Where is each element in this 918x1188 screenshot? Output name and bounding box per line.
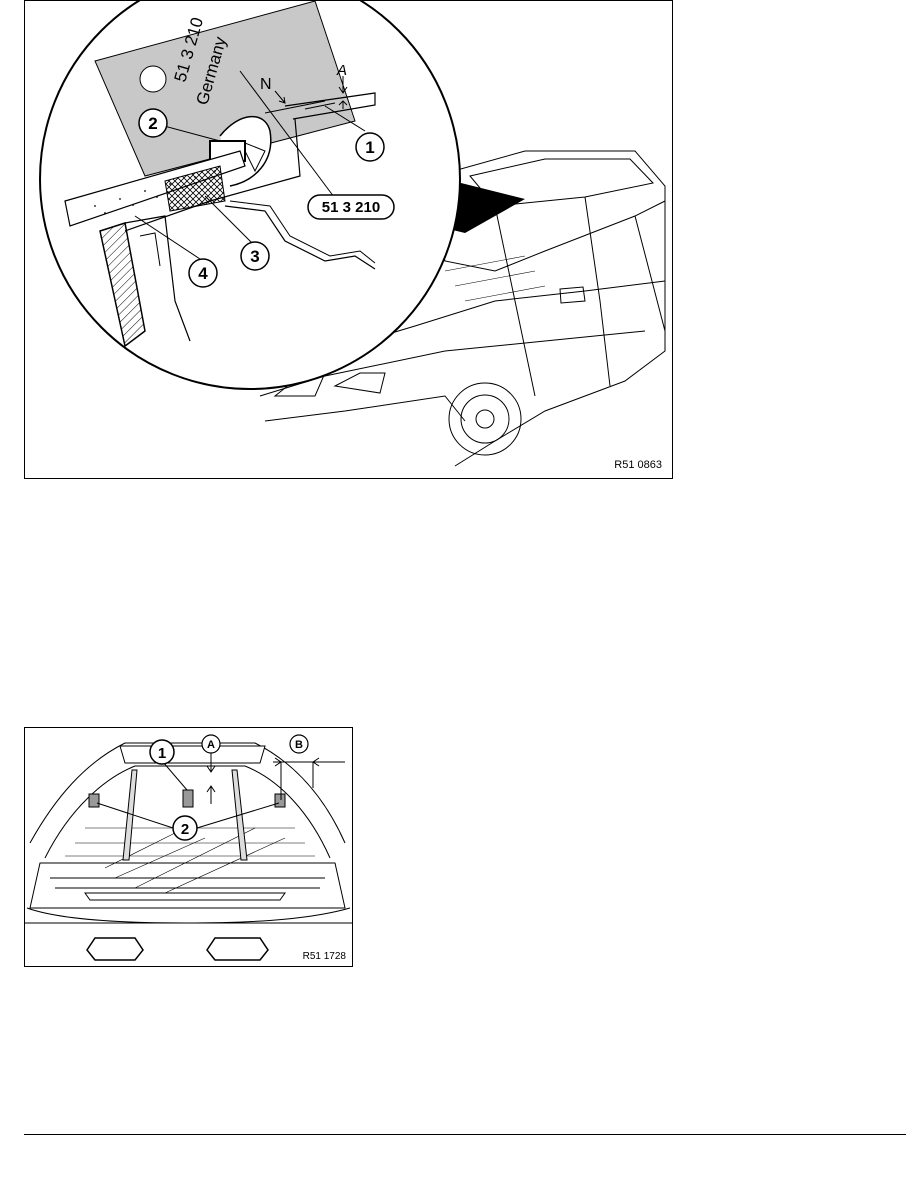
callout-3: 3 <box>240 241 270 271</box>
magnified-detail-circle: 51 3 210 Germany N A <box>39 1 461 390</box>
figure-windscreen-spacers: 1 2 A B R51 1728 <box>24 727 353 967</box>
dimension-a-label: A <box>201 734 221 754</box>
svg-text:3: 3 <box>250 247 259 266</box>
callout-4: 4 <box>188 258 218 288</box>
svg-text:A: A <box>207 739 215 751</box>
figure-code: R51 1728 <box>302 951 346 962</box>
figure-1-illustration: 51 3 210 Germany N A 1 2 3 4 51 3 210 <box>39 1 666 467</box>
svg-text:51 3 210: 51 3 210 <box>322 199 380 216</box>
letter-a-label: A <box>336 62 347 79</box>
callout-1: 1 <box>149 739 175 765</box>
figure-2-illustration: 1 2 A B <box>25 734 352 961</box>
svg-text:2: 2 <box>181 821 189 838</box>
tool-number-tag: 51 3 210 <box>307 194 395 220</box>
footer-rule <box>24 1134 906 1135</box>
svg-text:1: 1 <box>158 745 166 762</box>
figure-windscreen-detail: 51 3 210 Germany N A 1 2 3 4 51 3 210 R5… <box>24 0 673 479</box>
dimension-b-label: B <box>289 734 309 754</box>
svg-text:B: B <box>295 739 303 751</box>
svg-text:4: 4 <box>198 264 208 283</box>
callout-1: 1 <box>355 132 385 162</box>
windscreen-opening-illustration <box>25 742 352 961</box>
letter-n-label: N <box>260 76 272 93</box>
callout-2: 2 <box>172 815 198 841</box>
svg-text:2: 2 <box>148 114 157 133</box>
figure-code: R51 0863 <box>614 459 662 471</box>
callout-2: 2 <box>138 108 168 138</box>
svg-text:1: 1 <box>365 138 374 157</box>
